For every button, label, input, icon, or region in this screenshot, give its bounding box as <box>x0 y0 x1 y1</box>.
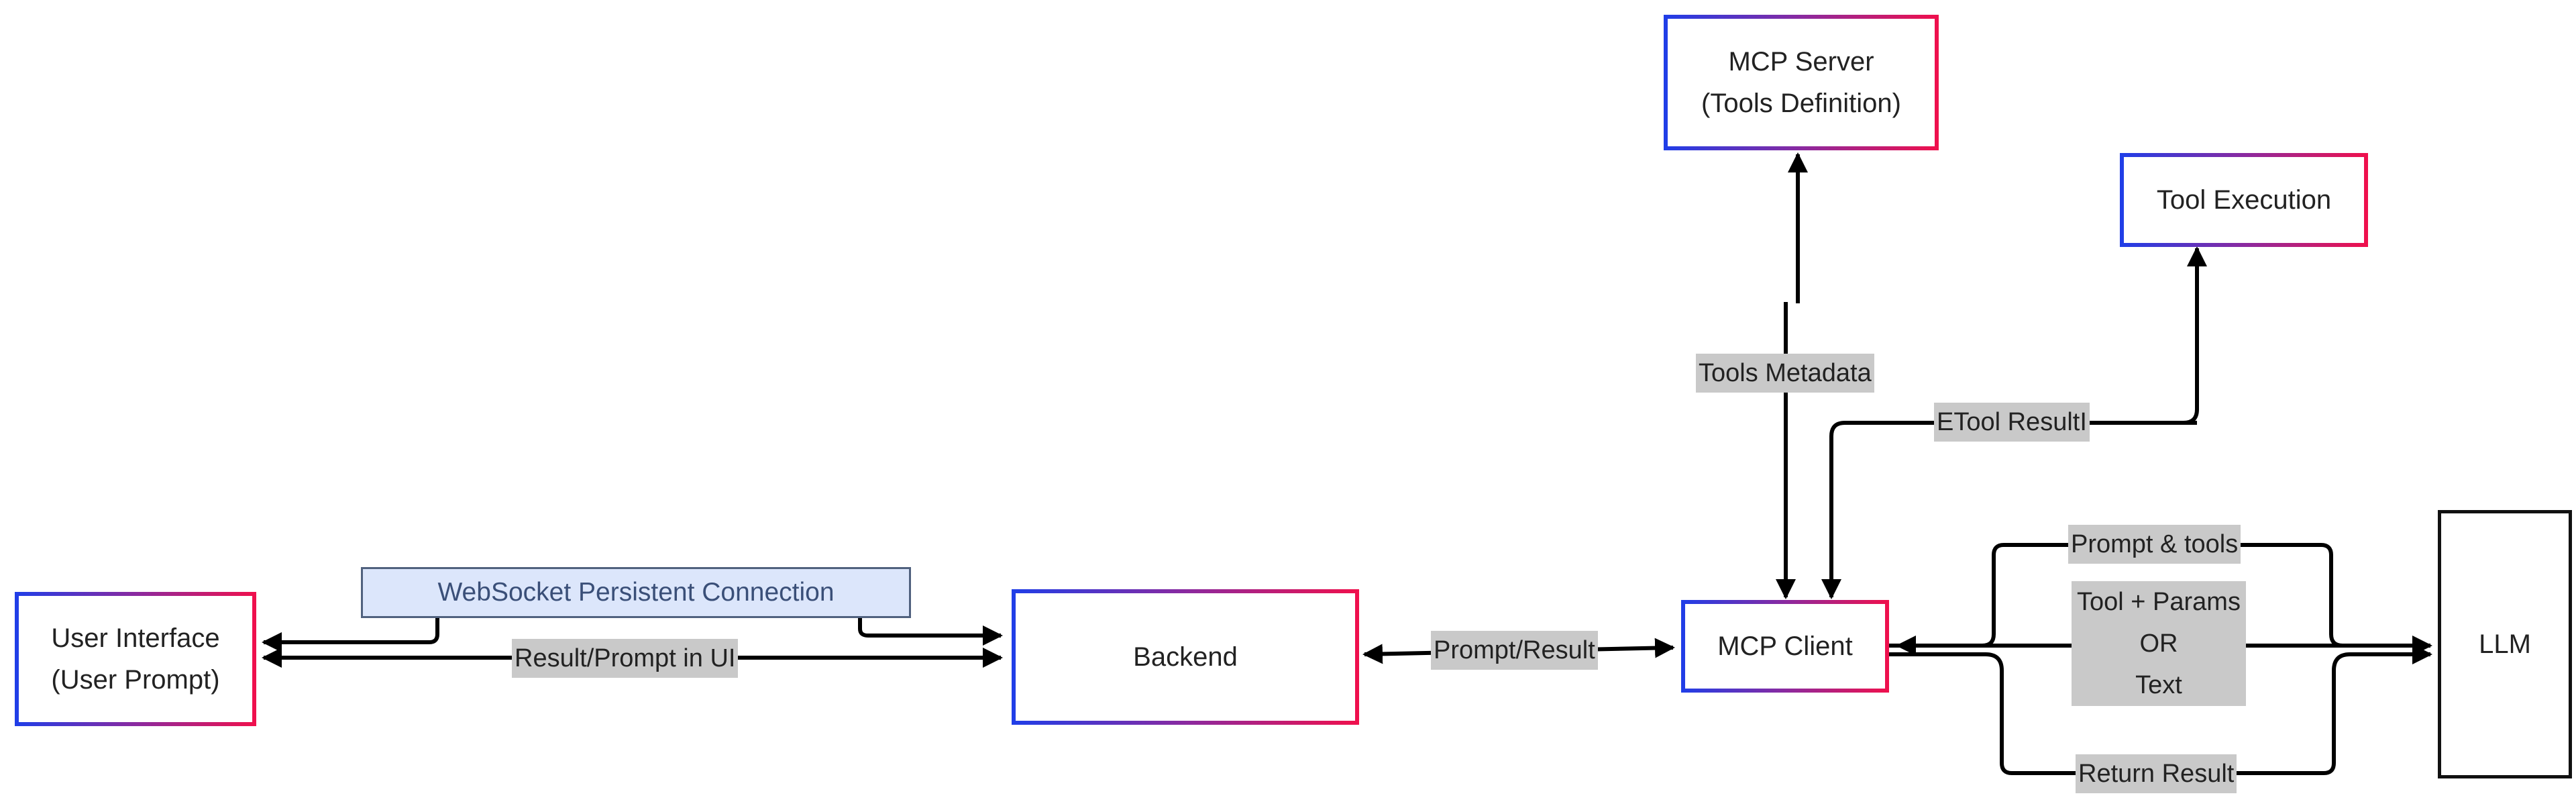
backend-node[interactable]: Backend <box>1012 589 1359 725</box>
mcp-client-node[interactable]: MCP Client <box>1681 600 1889 693</box>
websocket-note: WebSocket Persistent Connection <box>361 567 911 618</box>
llm-node[interactable]: LLM <box>2438 510 2572 778</box>
tool-params-label: Tool + Params OR Text <box>2072 581 2246 706</box>
result-prompt-ui-label: Result/Prompt in UI <box>512 639 739 678</box>
tool-execution-label: Tool Execution <box>2156 185 2332 215</box>
prompt-result-label: Prompt/Result <box>1431 631 1598 670</box>
mcp-server-title: MCP Server <box>1728 47 1874 77</box>
mcp-client-label: MCP Client <box>1717 632 1853 661</box>
tool-params-line3: Text <box>2135 671 2182 699</box>
user-interface-subtitle: (User Prompt) <box>51 665 220 695</box>
return-result-label: Return Result <box>2076 754 2237 793</box>
mcp-server-subtitle: (Tools Definition) <box>1701 89 1901 118</box>
websocket-note-label: WebSocket Persistent Connection <box>437 578 835 607</box>
tool-execution-node[interactable]: Tool Execution <box>2120 153 2368 247</box>
user-interface-title: User Interface <box>51 623 220 653</box>
user-interface-node[interactable]: User Interface (User Prompt) <box>15 592 256 726</box>
mcp-server-node[interactable]: MCP Server (Tools Definition) <box>1664 15 1939 150</box>
ws-to-backend-arrow <box>858 617 1003 646</box>
prompt-tools-label: Prompt & tools <box>2068 525 2241 564</box>
tool-result-arrow <box>1821 421 2197 599</box>
ws-to-ui-arrow <box>262 617 439 652</box>
tool-result-label: ETool ResultI <box>1934 403 2090 442</box>
client-to-execution-arrow <box>2093 246 2207 425</box>
backend-label: Backend <box>1133 642 1238 672</box>
tool-params-line2: OR <box>2139 629 2178 658</box>
tool-params-line1: Tool + Params <box>2077 588 2241 616</box>
llm-label: LLM <box>2479 629 2531 659</box>
tools-metadata-label: Tools Metadata <box>1696 354 1874 393</box>
